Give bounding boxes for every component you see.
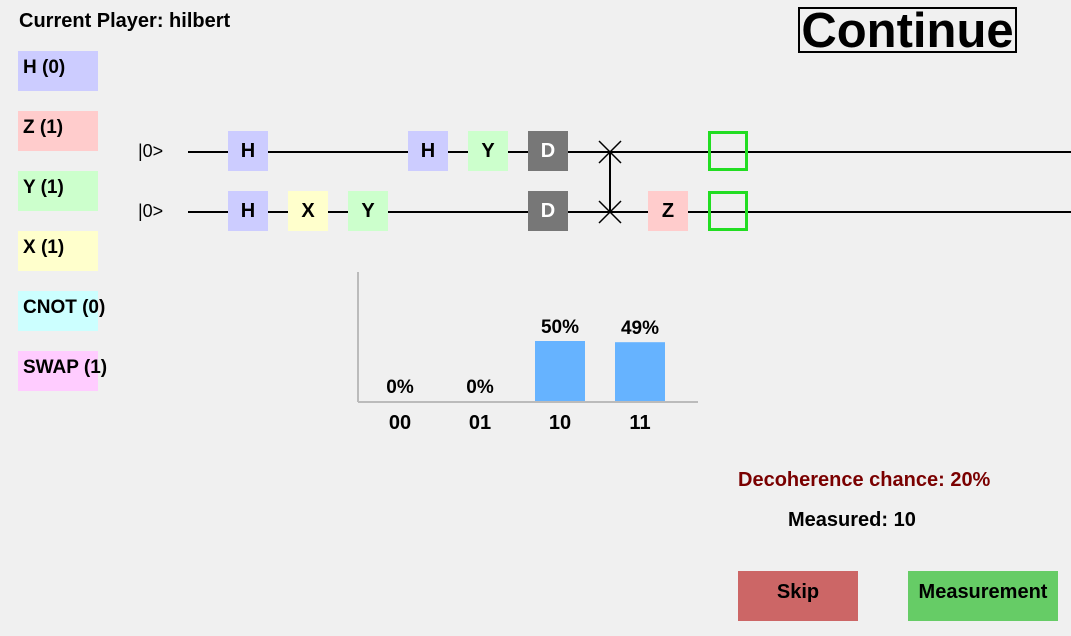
qubit-0-wire <box>188 151 1071 153</box>
decoherence-chance-label: Decoherence chance: 20% <box>738 469 991 491</box>
bar-value-label-11: 49% <box>621 318 659 339</box>
gate-slot-qubit-1[interactable] <box>708 191 748 231</box>
qubit-0-label: |0> <box>138 141 164 161</box>
gate-slot-qubit-0[interactable] <box>708 131 748 171</box>
x-tick-label-00: 00 <box>389 412 411 434</box>
palette-cnot-button[interactable]: CNOT (0) <box>18 291 105 331</box>
circuit-gate-h[interactable]: H <box>228 131 268 171</box>
x-tick-label-01: 01 <box>469 412 491 434</box>
palette-x-button[interactable]: X (1) <box>18 231 98 271</box>
qubit-1-wire <box>188 211 1071 213</box>
bar-value-label-01: 0% <box>466 377 494 398</box>
circuit-gate-y[interactable]: Y <box>348 191 388 231</box>
bar-10 <box>535 341 585 401</box>
current-player-label: Current Player: hilbert <box>19 10 231 32</box>
circuit-gate-z[interactable]: Z <box>648 191 688 231</box>
circuit-gate-h[interactable]: H <box>228 191 268 231</box>
palette-h-button[interactable]: H (0) <box>18 51 98 91</box>
swap-gate-connector[interactable] <box>595 140 625 224</box>
x-tick-label-10: 10 <box>549 412 571 434</box>
measurement-button[interactable]: Measurement <box>908 571 1058 621</box>
skip-button[interactable]: Skip <box>738 571 858 621</box>
bar-11 <box>615 342 665 401</box>
circuit-gate-x[interactable]: X <box>288 191 328 231</box>
circuit-gate-decoherence[interactable]: D <box>528 131 568 171</box>
palette-z-button[interactable]: Z (1) <box>18 111 98 151</box>
circuit-gate-decoherence[interactable]: D <box>528 191 568 231</box>
palette-y-button[interactable]: Y (1) <box>18 171 98 211</box>
circuit-gate-y[interactable]: Y <box>468 131 508 171</box>
bar-value-label-00: 0% <box>386 377 414 398</box>
probability-histogram: 0% 00 0% 01 50% 10 49% 11 <box>357 272 698 434</box>
qubit-1-label: |0> <box>138 201 164 221</box>
bar-value-label-10: 50% <box>541 317 579 338</box>
measured-result-label: Measured: 10 <box>788 509 916 531</box>
palette-swap-button[interactable]: SWAP (1) <box>18 351 107 391</box>
circuit-gate-h[interactable]: H <box>408 131 448 171</box>
x-tick-label-11: 11 <box>629 412 650 434</box>
continue-button[interactable]: Continue <box>798 7 1017 56</box>
